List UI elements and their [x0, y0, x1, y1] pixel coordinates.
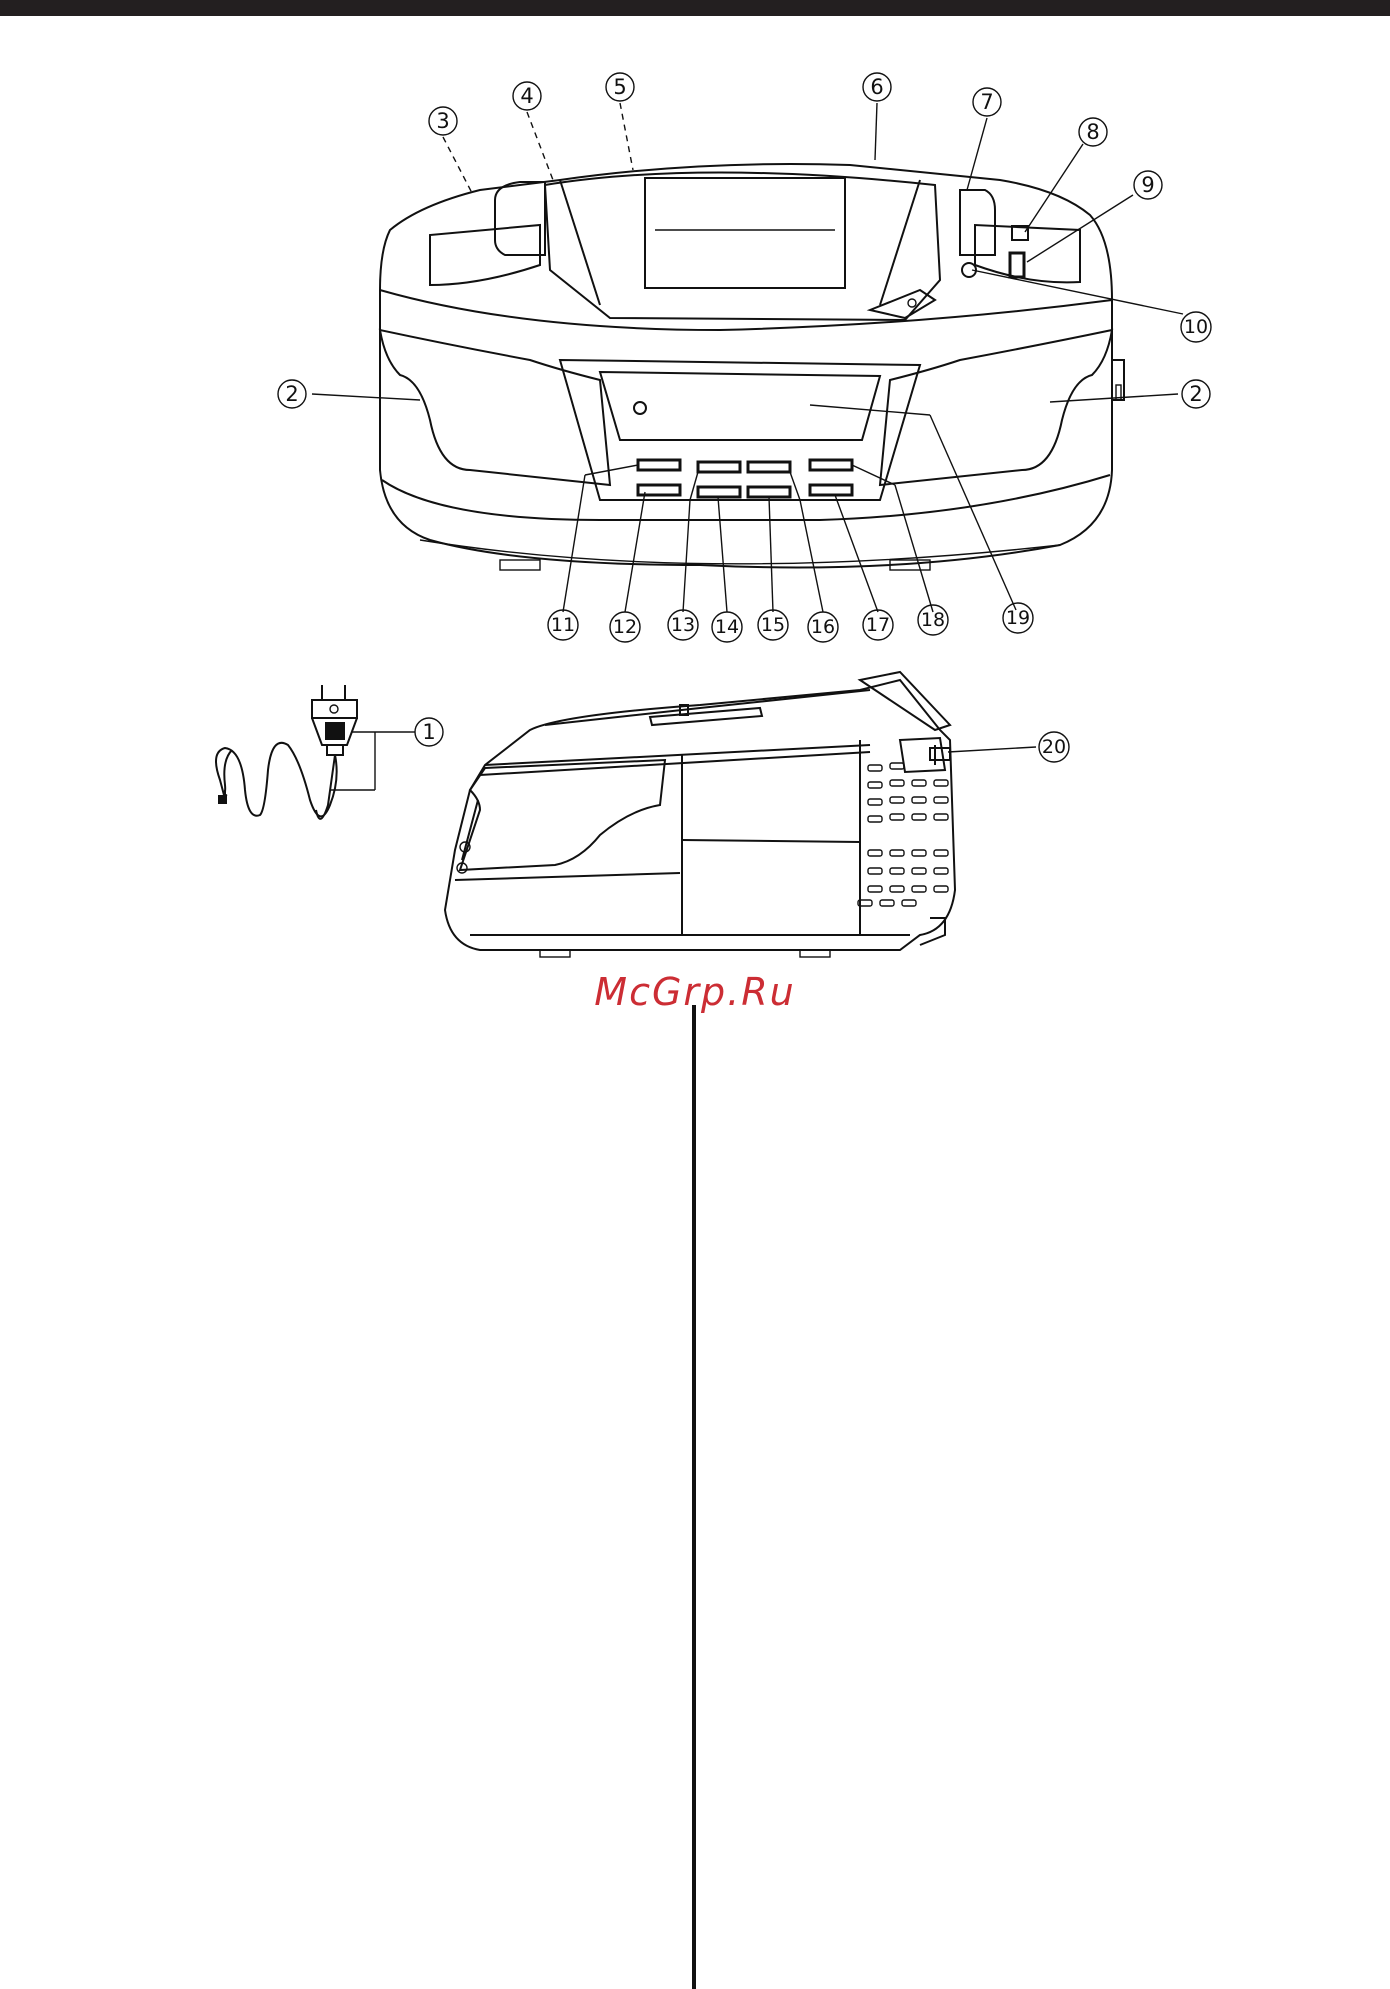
- svg-text:12: 12: [613, 616, 637, 638]
- callout-3: 3: [429, 107, 457, 135]
- control-buttons: [638, 460, 852, 497]
- svg-text:18: 18: [921, 609, 945, 631]
- callout-14: 14: [712, 612, 742, 642]
- callout-11: 11: [548, 610, 578, 640]
- callout-7: 7: [973, 88, 1001, 116]
- callout-10: 10: [1181, 312, 1211, 342]
- callout-13: 13: [668, 610, 698, 640]
- callout-4: 4: [513, 82, 541, 110]
- svg-text:20: 20: [1042, 736, 1066, 758]
- svg-text:2: 2: [285, 382, 298, 406]
- front-view: [312, 103, 1183, 612]
- svg-text:19: 19: [1006, 607, 1030, 629]
- svg-text:16: 16: [811, 616, 835, 638]
- svg-text:1: 1: [422, 720, 435, 744]
- watermark-text: McGrp.Ru: [0, 970, 1390, 1014]
- svg-text:10: 10: [1184, 316, 1208, 338]
- callout-6: 6: [863, 73, 891, 101]
- callout-8: 8: [1079, 118, 1107, 146]
- svg-text:15: 15: [761, 614, 785, 636]
- svg-text:4: 4: [520, 84, 533, 108]
- svg-text:11: 11: [551, 614, 575, 636]
- svg-text:13: 13: [671, 614, 695, 636]
- callout-19: 19: [1003, 603, 1033, 633]
- callout-2-right: 2: [1182, 380, 1210, 408]
- svg-text:17: 17: [866, 614, 890, 636]
- callout-12: 12: [610, 612, 640, 642]
- svg-text:2: 2: [1189, 382, 1202, 406]
- callout-16: 16: [808, 612, 838, 642]
- callout-9: 9: [1134, 171, 1162, 199]
- svg-text:8: 8: [1086, 120, 1099, 144]
- svg-text:5: 5: [613, 75, 626, 99]
- callout-18: 18: [918, 605, 948, 635]
- vent-grille: [858, 763, 948, 906]
- callout-17: 17: [863, 610, 893, 640]
- callout-15: 15: [758, 610, 788, 640]
- svg-text:3: 3: [436, 109, 449, 133]
- callouts: 1 2 2 3 4 5 6 7 8 9 10 11 12 13 14 15 16…: [278, 73, 1211, 762]
- callout-5: 5: [606, 73, 634, 101]
- side-view: [445, 672, 955, 957]
- svg-text:14: 14: [715, 616, 739, 638]
- power-cord: [216, 685, 1036, 819]
- callout-20: 20: [1039, 732, 1069, 762]
- svg-text:6: 6: [870, 75, 883, 99]
- svg-text:9: 9: [1141, 173, 1154, 197]
- svg-text:7: 7: [980, 90, 993, 114]
- callout-2-left: 2: [278, 380, 306, 408]
- callout-1: 1: [415, 718, 443, 746]
